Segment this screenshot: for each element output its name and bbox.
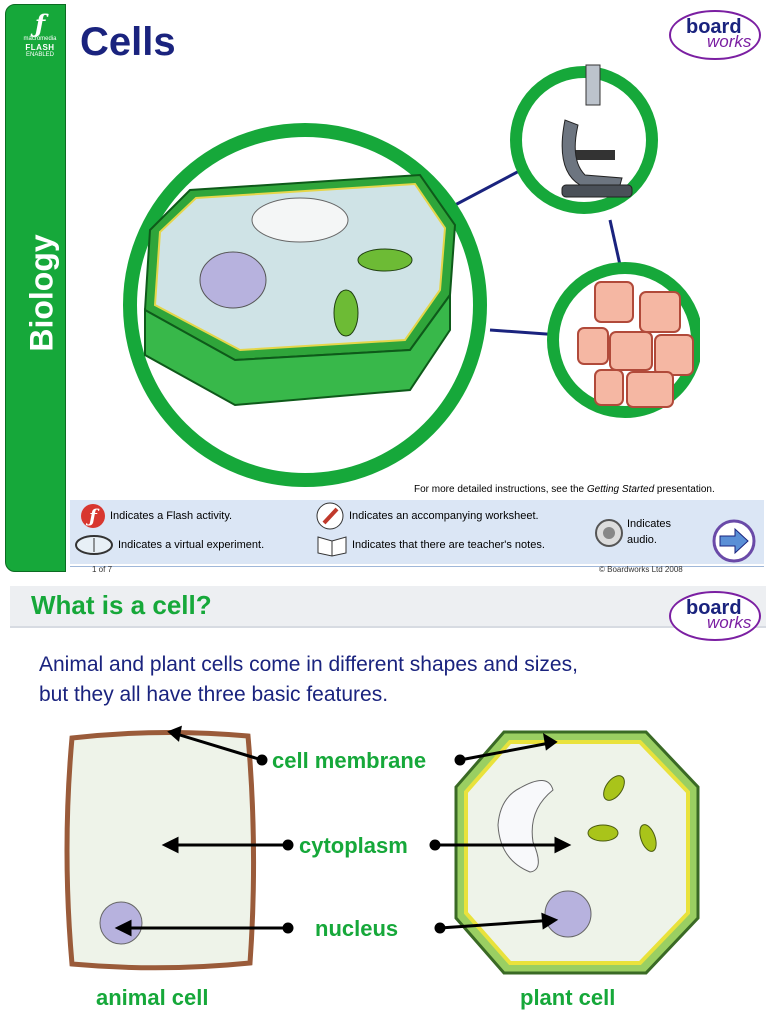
flash-f-icon: ƒ (34, 9, 46, 38)
getting-started-link[interactable]: Getting Started (586, 484, 655, 495)
slide-title: What is a cell? (31, 590, 212, 620)
animal-cell-caption: animal cell (96, 985, 209, 1010)
flash-icon: ƒ (81, 504, 105, 528)
plant-cell-caption: plant cell (520, 985, 616, 1010)
instructions-prefix: For more detailed instructions, see the (414, 484, 587, 495)
intro-line-2: but they all have three basic features. (39, 683, 389, 706)
boardworks-logo-2[interactable]: board works (668, 589, 762, 643)
cell-membrane-label: cell membrane (272, 748, 427, 773)
cell-illustration (123, 64, 700, 487)
cell-diagram (64, 725, 700, 975)
cytoplasm-label: cytoplasm (299, 833, 408, 858)
flash-enabled-logo: ƒ macromedia FLASH ENABLED (15, 12, 65, 62)
legend-experiment-text: Indicates a virtual experiment. (118, 539, 265, 551)
subject-label: Biology (23, 234, 60, 352)
logo-text-bottom: ENABLED (25, 52, 54, 58)
logo-text-middle: FLASH (25, 43, 55, 52)
copyright-text: © Boardworks Ltd 2008 (599, 565, 683, 574)
plant-cell-image (454, 730, 700, 975)
legend-flash-text: Indicates a Flash activity. (110, 510, 233, 522)
microscope-icon (561, 64, 633, 198)
logo-works-text-2: works (707, 613, 752, 632)
intro-text: Animal and plant cells come in different… (39, 650, 578, 710)
intro-line-1: Animal and plant cells come in different… (39, 653, 578, 676)
svg-text:ƒ: ƒ (85, 506, 100, 527)
legend-audio-text: Indicates audio. (627, 518, 672, 546)
page-title: Cells (80, 20, 176, 64)
logo-text-top: macromedia (23, 36, 57, 42)
footer-divider (70, 566, 764, 567)
logo-works-text: works (707, 32, 752, 51)
animal-cells-group-image (577, 281, 694, 408)
nucleus-label: nucleus (315, 916, 399, 941)
plant-cell-3d-image (143, 173, 457, 407)
instructions-note: For more detailed instructions, see the … (414, 484, 715, 495)
goggles-icon (75, 535, 113, 555)
legend-bar (70, 500, 764, 564)
worksheet-pencil-icon (316, 502, 344, 530)
legend-worksheet-text: Indicates an accompanying worksheet. (349, 510, 539, 522)
title-slide: ƒ macromedia FLASH ENABLED Biology Cells… (5, 4, 764, 574)
logo-board-text-2: board (686, 597, 742, 619)
label-arrows (114, 725, 572, 937)
instructions-suffix: presentation. (654, 484, 715, 495)
boardworks-logo[interactable]: board works (668, 8, 762, 62)
slide-heading-bar (10, 586, 766, 628)
next-slide-button[interactable] (711, 519, 757, 563)
page-indicator: 1 of 7 (92, 565, 113, 574)
legend-notes-text: Indicates that there are teacher's notes… (352, 539, 545, 551)
animal-cell-image (64, 729, 257, 971)
audio-speaker-icon (595, 519, 623, 547)
teacher-notes-book-icon (317, 536, 347, 557)
sidebar: ƒ macromedia FLASH ENABLED Biology (5, 4, 66, 572)
logo-board-text: board (686, 16, 742, 38)
